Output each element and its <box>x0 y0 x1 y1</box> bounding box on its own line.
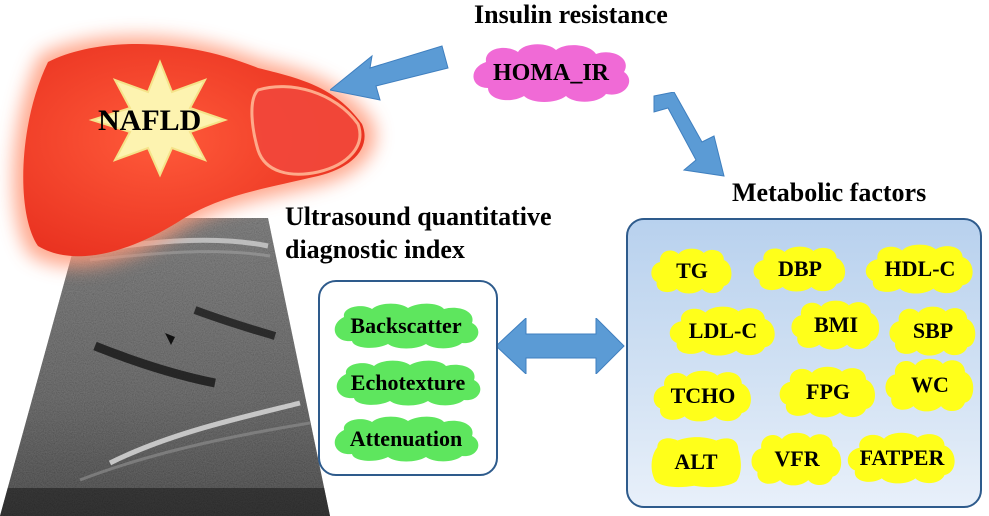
metabolic-item-label: LDL-C <box>688 318 758 343</box>
echotexture-cloud: Echotexture <box>328 360 488 406</box>
metabolic-item: FATPER <box>846 432 958 484</box>
attenuation-cloud: Attenuation <box>326 416 486 462</box>
metabolic-item: WC <box>884 358 976 412</box>
metabolic-item: BMI <box>790 300 882 350</box>
ultrasound-image <box>0 218 330 516</box>
ultrasound-title: Ultrasound quantitative diagnostic index <box>285 200 552 266</box>
metabolic-item-label: WC <box>911 372 949 397</box>
ultrasound-title-line2: diagnostic index <box>285 235 465 264</box>
metabolic-item: HDL-C <box>864 244 976 294</box>
arrow-to-nafld <box>330 45 449 101</box>
liver-illustration <box>13 36 376 267</box>
double-arrow <box>496 318 625 374</box>
metabolic-item: FPG <box>778 366 878 418</box>
metabolic-item-label: TCHO <box>670 383 736 408</box>
metabolic-item-label: DBP <box>778 256 822 281</box>
metabolic-item-label: VFR <box>774 446 820 471</box>
metabolic-item: LDL-C <box>668 306 778 356</box>
insulin-resistance-title: Insulin resistance <box>474 0 668 29</box>
metabolic-item: DBP <box>752 246 848 292</box>
metabolic-item-label: HDL-C <box>884 256 956 281</box>
arrow-to-metabolic <box>653 92 725 177</box>
homa-ir-cloud: HOMA_IR <box>466 42 636 104</box>
metabolic-item-label: TG <box>676 258 708 283</box>
attenuation-label: Attenuation <box>349 426 463 451</box>
nafld-label: NAFLD <box>98 104 202 137</box>
metabolic-item-label: BMI <box>814 312 858 337</box>
ultrasound-index-panel <box>318 280 498 476</box>
homa-ir-label: HOMA_IR <box>493 59 609 86</box>
metabolic-item: TCHO <box>652 370 754 422</box>
ultrasound-title-line1: Ultrasound quantitative <box>285 202 552 231</box>
metabolic-item: TG <box>650 248 734 294</box>
metabolic-factors-title: Metabolic factors <box>732 178 927 207</box>
metabolic-item-label: FPG <box>806 379 850 404</box>
metabolic-item: VFR <box>750 432 844 486</box>
backscatter-cloud: Backscatter <box>326 303 486 349</box>
backscatter-label: Backscatter <box>350 313 462 338</box>
metabolic-item-label: ALT <box>674 449 718 474</box>
burst-shape <box>88 59 229 178</box>
metabolic-item-label: FATPER <box>859 445 945 470</box>
metabolic-item: SBP <box>888 306 978 356</box>
metabolic-item-label: SBP <box>912 318 954 343</box>
metabolic-item: ALT <box>650 436 742 488</box>
echotexture-label: Echotexture <box>350 370 466 395</box>
